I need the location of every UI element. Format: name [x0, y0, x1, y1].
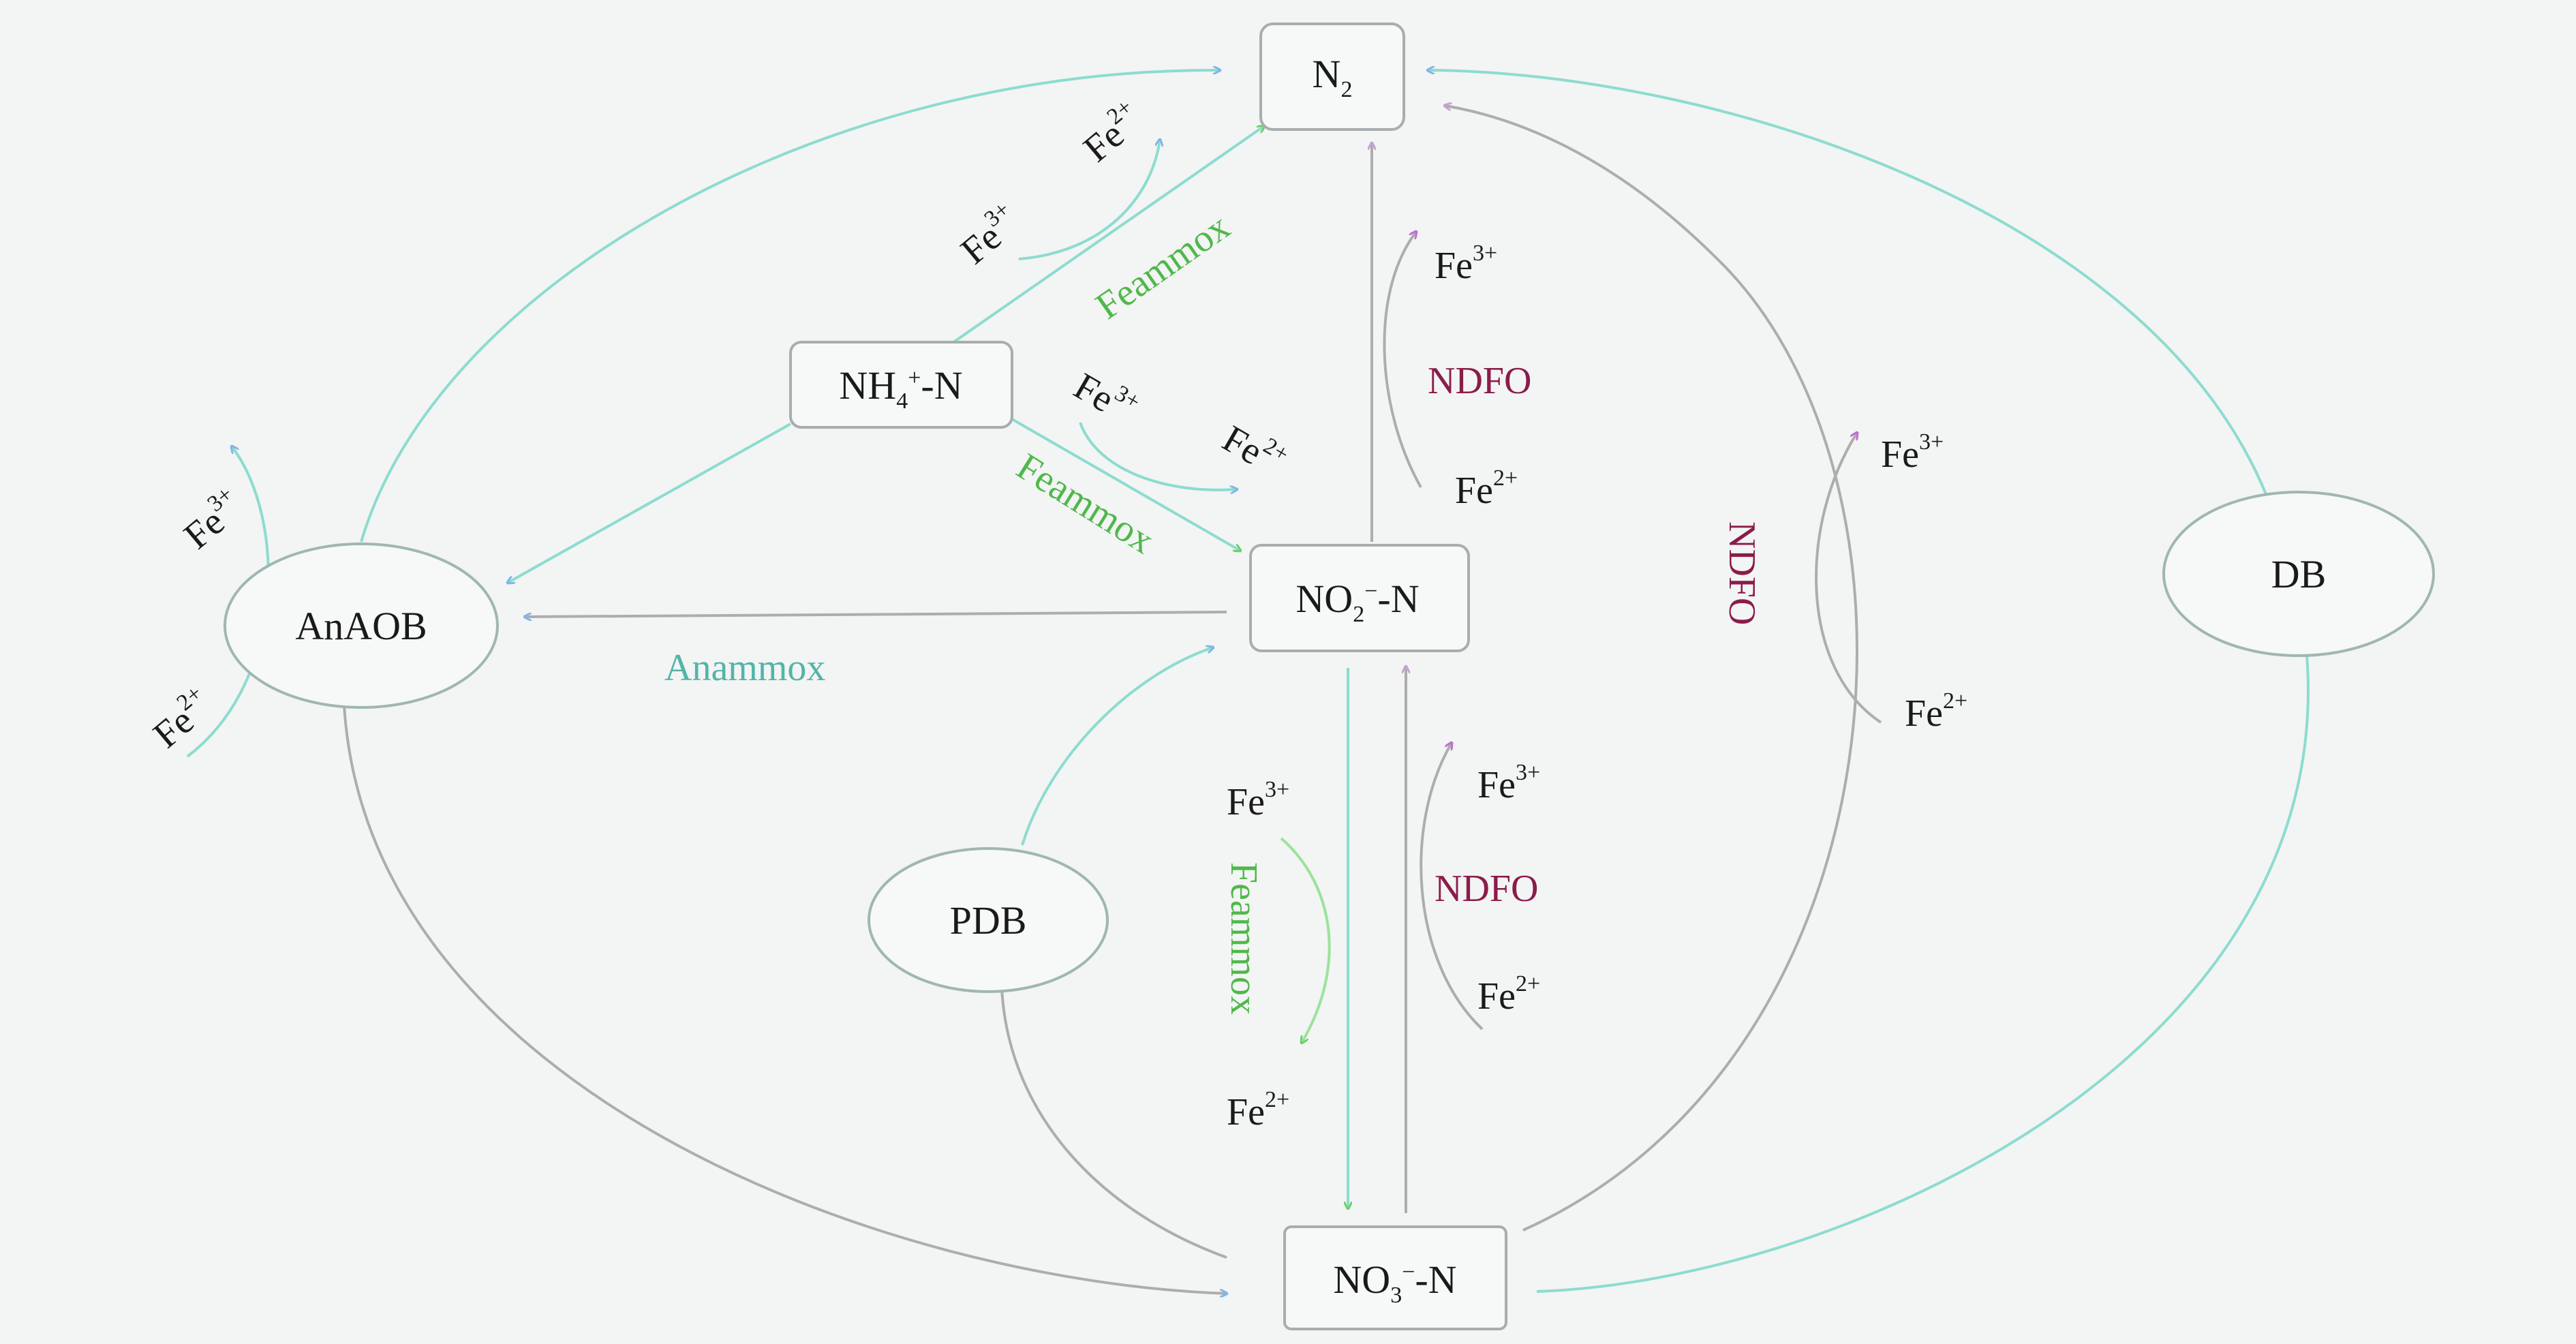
- fe-curl-ndfo-top: [1383, 232, 1422, 488]
- arrow-anaob-to-n2: [360, 70, 1220, 543]
- fe-curl-nh4-n2: [1018, 140, 1160, 260]
- label-anammox: Anammox: [664, 647, 825, 689]
- label-ndfo-right: NDFO: [1721, 521, 1763, 625]
- arrow-pdb-to-no2: [1021, 647, 1213, 846]
- fe-curl-ndfo-mid: [1420, 743, 1484, 1030]
- fe-curl-ndfo-right: [1815, 433, 1882, 724]
- arrow-nh4-to-anaob: [508, 423, 791, 583]
- fe2-label-anaob: Fe2+: [143, 681, 221, 757]
- fe3-label-ndfo-right: Fe3+: [1881, 429, 1944, 476]
- fe3-label-nh4-no2: Fe3+: [1067, 361, 1145, 433]
- node-anaob[interactable]: AnAOB: [224, 543, 499, 709]
- svg-text:DB: DB: [2271, 552, 2327, 596]
- fe-curl-feammox-mid: [1280, 837, 1331, 1043]
- fe3-label-nh4-n2: Fe3+: [951, 197, 1028, 273]
- fe3-label-feammox-mid: Fe3+: [1227, 777, 1289, 823]
- svg-text:PDB: PDB: [950, 898, 1027, 943]
- svg-text:NO3−-N: NO3−-N: [1333, 1257, 1456, 1308]
- arrow-anaob-to-no3: [343, 705, 1227, 1294]
- node-nh4[interactable]: NH4+-N: [789, 341, 1013, 429]
- fe3-label-ndfo-top: Fe3+: [1435, 241, 1497, 287]
- node-no2[interactable]: NO2−-N: [1249, 544, 1470, 652]
- fe2-label-ndfo-top: Fe2+: [1455, 465, 1518, 512]
- fe2-label-nh4-no2: Fe2+: [1216, 414, 1293, 485]
- node-db[interactable]: DB: [2162, 491, 2435, 657]
- fe2-label-ndfo-mid: Fe2+: [1477, 971, 1540, 1018]
- fe3-label-anaob: Fe3+: [174, 482, 251, 558]
- arrow-nh4-to-n2: [949, 126, 1264, 346]
- svg-text:NO2−-N: NO2−-N: [1295, 577, 1419, 627]
- node-n2[interactable]: N2: [1259, 22, 1405, 131]
- label-feammox-no2-no3: Feammox: [1223, 862, 1265, 1015]
- node-pdb[interactable]: PDB: [868, 847, 1109, 993]
- label-ndfo-mid: NDFO: [1435, 868, 1538, 910]
- fe2-label-nh4-n2: Fe2+: [1073, 95, 1151, 170]
- fe3-label-ndfo-mid: Fe3+: [1477, 760, 1540, 806]
- arrow-no3-to-n2-ndfo: [1445, 106, 1858, 1232]
- svg-text:AnAOB: AnAOB: [295, 604, 427, 648]
- node-no3[interactable]: NO3−-N: [1283, 1225, 1507, 1330]
- svg-text:NH4+-N: NH4+-N: [839, 363, 962, 414]
- arrow-db-to-n2: [1428, 70, 2267, 495]
- label-ndfo-top: NDFO: [1428, 360, 1531, 402]
- arrow-no2-to-anaob: [525, 611, 1227, 617]
- arrow-pdb-to-no3: [1000, 988, 1227, 1259]
- svg-text:N2: N2: [1313, 52, 1353, 102]
- arrows: [186, 70, 2310, 1294]
- fe-curl-nh4-no2: [1079, 422, 1237, 490]
- fe2-label-ndfo-right: Fe2+: [1905, 688, 1967, 735]
- arrow-db-to-no3: [1536, 655, 2310, 1293]
- arrow-nh4-to-no2: [1011, 418, 1240, 551]
- fe2-label-feammox-mid: Fe2+: [1227, 1087, 1289, 1133]
